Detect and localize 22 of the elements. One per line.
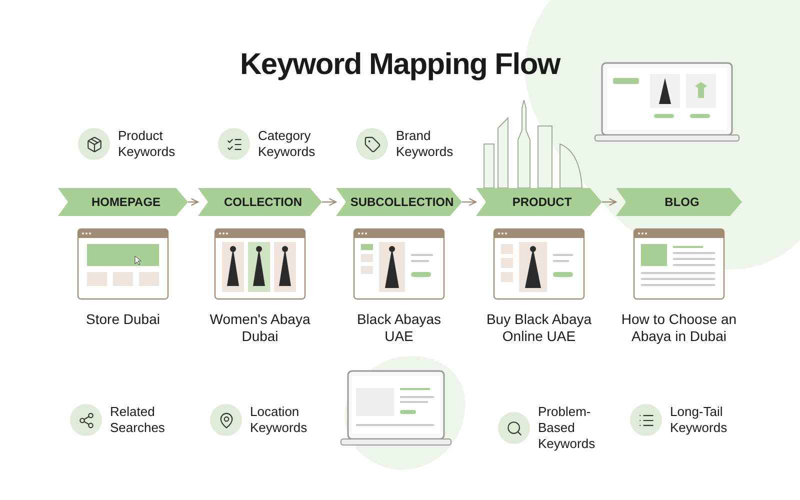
keyword-label: Category Keywords	[258, 128, 316, 160]
page-caption: Women's Abaya Dubai	[208, 311, 312, 345]
arrow	[322, 198, 337, 206]
arrow	[462, 198, 477, 206]
page-caption: Black Abayas UAE	[356, 311, 442, 345]
keyword-label: Problem-Based Keywords	[538, 404, 596, 452]
keyword-label: Brand Keywords	[396, 128, 454, 160]
chevron-step: COLLECTION	[198, 188, 322, 216]
keyword-label: Location Keywords	[250, 404, 308, 436]
keyword-label: Product Keywords	[118, 128, 176, 160]
keyword-label: Related Searches	[110, 404, 166, 436]
keyword-label: Long-Tail Keywords	[670, 404, 728, 436]
chevron-step: SUBCOLLECTION	[336, 188, 462, 216]
title: Keyword Mapping Flow	[240, 47, 560, 83]
page-caption: Buy Black Abaya Online UAE	[485, 311, 593, 345]
page-caption: Store Dubai	[85, 311, 161, 328]
arrow	[602, 198, 617, 206]
page-caption: How to Choose an Abaya in Dubai	[620, 311, 738, 345]
chevron-step: BLOG	[616, 188, 742, 216]
chevron-step: HOMEPAGE	[58, 188, 188, 216]
arrow	[188, 198, 199, 206]
chevron-step: PRODUCT	[476, 188, 602, 216]
